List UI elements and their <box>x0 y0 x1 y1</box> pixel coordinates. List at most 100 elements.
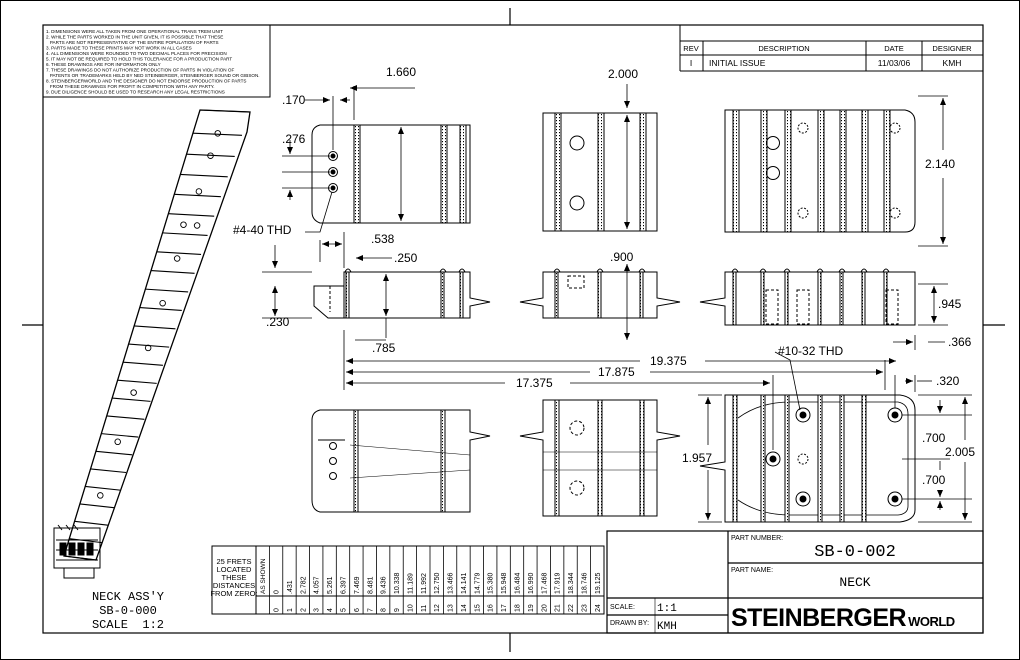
fret-marker-dot <box>180 221 187 228</box>
fret-line <box>117 379 157 384</box>
note-line: 6. THESE DRAWINGS ARE FOR INFORMATION ON… <box>46 62 161 67</box>
description-value: INITIAL ISSUE <box>709 58 766 68</box>
fret-number: 12 <box>434 604 441 612</box>
fret-distance-value: 11.189 <box>407 573 414 594</box>
fret-number: 14 <box>461 604 468 612</box>
fret-line <box>106 415 145 420</box>
rev-header: REV <box>683 44 698 53</box>
logo-main: STEINBERGER <box>731 604 907 632</box>
fret-bump <box>731 268 739 273</box>
scale-value: 1:1 <box>657 603 677 615</box>
fret-number: 22 <box>568 604 575 612</box>
fret-number: 7 <box>367 608 374 612</box>
fret-marker-dot <box>130 389 137 396</box>
dim-2005: 2.005 <box>945 445 975 459</box>
fret-distance-value: 12.750 <box>434 572 441 594</box>
part-name-value: NECK <box>839 575 870 590</box>
neck-assembly-part-number: SB-0-000 <box>99 604 157 618</box>
dimension-lines <box>262 84 972 523</box>
drawn-by-value: KMH <box>657 621 677 633</box>
back-view-body <box>699 394 916 523</box>
side-view-headstock <box>313 271 491 319</box>
fret-bump <box>596 268 604 273</box>
fret-distance-value: .431 <box>287 580 294 594</box>
fret-line <box>112 397 151 402</box>
fret-distance-value: 2.782 <box>300 576 307 594</box>
dim-2000: 2.000 <box>608 67 638 81</box>
drawn-by-label: DRAWN BY: <box>610 620 649 627</box>
fret-lines <box>63 109 251 561</box>
fret-number: 2 <box>300 608 307 612</box>
fret-line <box>85 485 121 491</box>
fret-bump <box>458 268 466 273</box>
fret-line <box>69 538 103 544</box>
fret-distance-value: 17.468 <box>541 572 548 594</box>
note-line: 5. IT MAY NOT BE REQUIRED TO HOLD THIS T… <box>46 57 232 62</box>
fret-line <box>180 173 228 178</box>
fret-line <box>63 555 97 561</box>
fret-distance-value: 16.990 <box>528 572 535 594</box>
fret-number: 4 <box>327 608 334 612</box>
inner-border <box>42 24 984 634</box>
part-name-label: PART NAME: <box>731 567 773 574</box>
fret-number: 16 <box>488 604 495 612</box>
fret-bump <box>882 268 890 273</box>
note-line: 8. STEINBERGERWORLD AND THE DESIGNER DO … <box>46 79 246 84</box>
fret-bump <box>783 268 791 273</box>
fret-line <box>192 132 243 136</box>
fret-marker-dot <box>214 130 221 137</box>
fret-number: 6 <box>354 608 361 612</box>
fret-number: 17 <box>501 604 508 612</box>
title-block <box>606 530 984 634</box>
fret-bump <box>638 268 646 273</box>
side-view-body <box>699 271 916 326</box>
fret-table-caption: 25 FRETS <box>216 557 251 566</box>
fret-line <box>134 325 176 330</box>
note-line: 1. DIMENSIONS WERE ALL TAKEN FROM ONE OP… <box>46 29 223 34</box>
fret-number: 3 <box>314 608 321 612</box>
fret-line <box>79 503 115 509</box>
fret-distance-value: 9.436 <box>381 576 388 594</box>
dim-900: .900 <box>610 250 634 264</box>
fret-marker-dot <box>195 188 203 195</box>
fret-number: 24 <box>595 604 602 612</box>
center-marks <box>22 8 1005 652</box>
notes-box: 1. DIMENSIONS WERE ALL TAKEN FROM ONE OP… <box>42 24 271 98</box>
fret-distance-value: 17.919 <box>555 572 562 594</box>
dim-276: .276 <box>282 132 306 146</box>
note-line: 3. PARTS MADE TO THESE PRINTS MAY NOT WO… <box>46 46 192 51</box>
dim-538: .538 <box>371 232 395 246</box>
fret-line <box>95 450 133 456</box>
fret-bumps <box>344 268 890 273</box>
rev-value: I <box>690 58 692 68</box>
neck-assembly-label: NECK ASS'Y <box>92 590 164 604</box>
neck-assembly-scale: SCALE 1:2 <box>92 618 164 632</box>
fret-distance-value: 7.469 <box>354 576 361 594</box>
dim-17375: 17.375 <box>516 376 553 390</box>
dim-170: .170 <box>282 93 306 107</box>
fret-bump <box>439 268 447 273</box>
fret-bump <box>860 268 868 273</box>
note-line: 9. DUE DILIGENCE SHOULD BE USED TO RESEA… <box>46 90 225 95</box>
fret-number: 18 <box>515 604 522 612</box>
fret-number: 21 <box>555 604 562 612</box>
side-view-middle <box>519 271 681 319</box>
fret-distance-value: 0 <box>274 590 281 594</box>
fret-bump <box>816 268 824 273</box>
fret-distance-value: 15.948 <box>501 572 508 594</box>
fret-line <box>145 288 189 293</box>
dim-2140: 2.140 <box>925 157 955 171</box>
thread-10-32-label: #10-32 THD <box>778 344 843 358</box>
fret-distance-value: 8.481 <box>367 576 374 594</box>
fret-table-caption: FROM ZERO: <box>210 589 257 598</box>
revision-table <box>679 25 983 72</box>
dim-230: .230 <box>266 315 290 329</box>
fret-marker-dot <box>114 438 121 446</box>
fret-marker-dot <box>159 299 166 307</box>
scale-label: SCALE: <box>610 604 635 611</box>
top-view-headstock <box>311 124 471 224</box>
dim-17875: 17.875 <box>598 365 635 379</box>
note-line: 7. THESE DRAWINGS DO NOT AUTHORIZE PRODU… <box>46 68 234 73</box>
